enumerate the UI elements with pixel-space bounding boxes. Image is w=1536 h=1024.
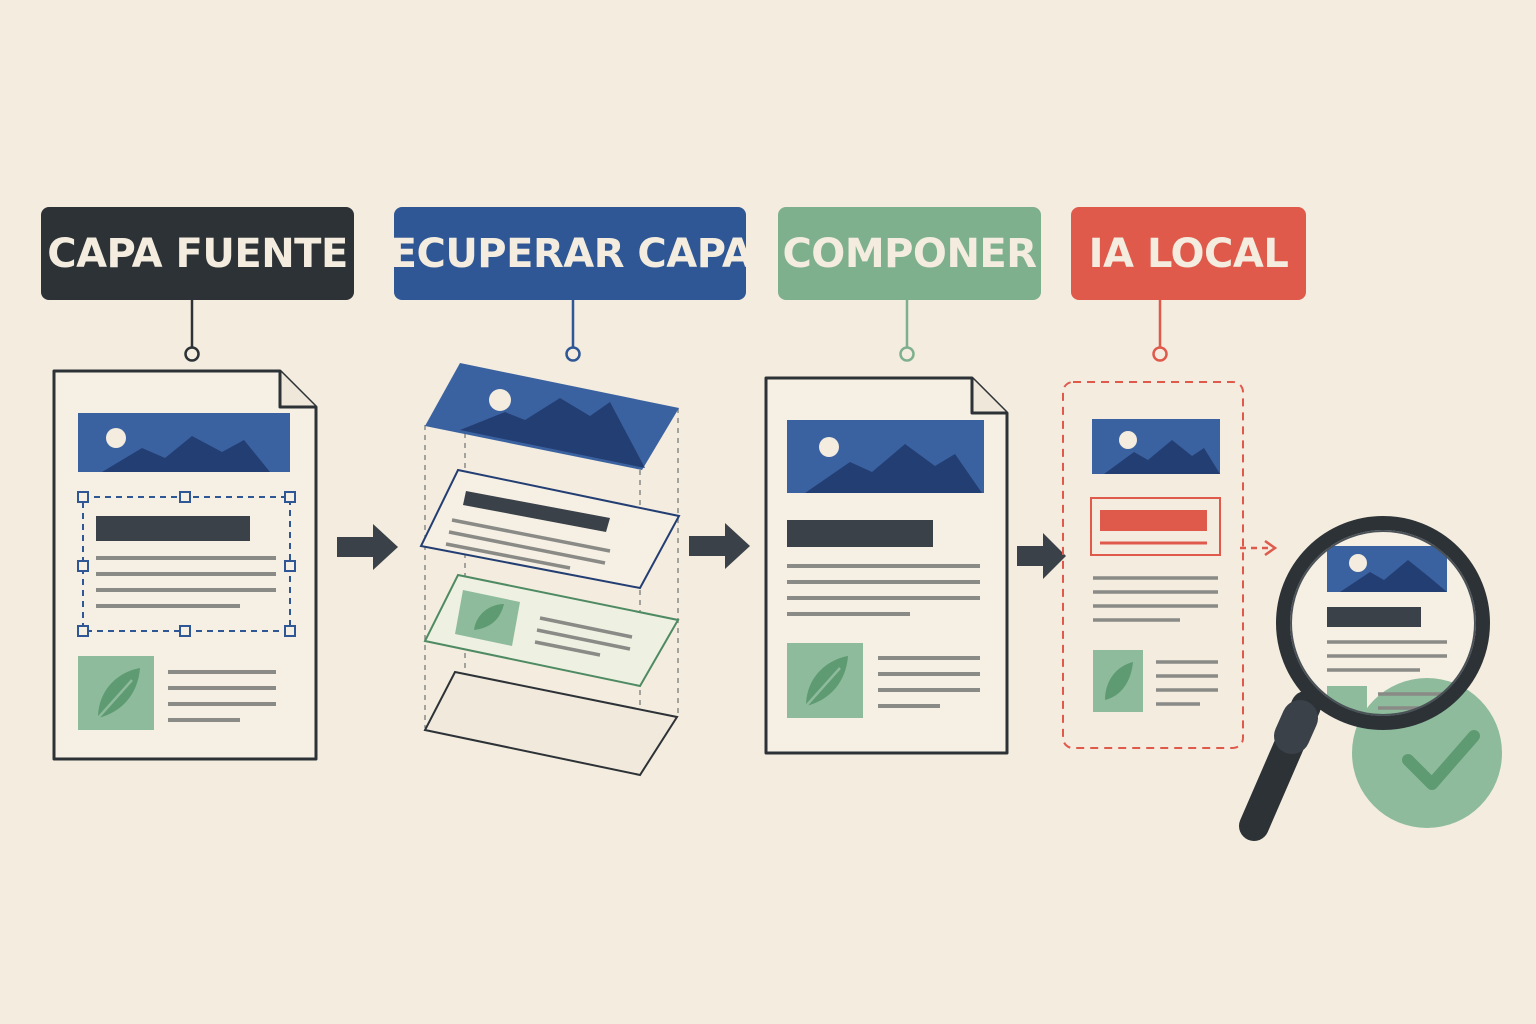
step-label-text: IA LOCAL bbox=[1088, 230, 1289, 277]
mountain-image-icon bbox=[425, 363, 679, 470]
composed-document-icon bbox=[764, 376, 1009, 755]
step-label-source-layer: CAPA FUENTE bbox=[41, 207, 354, 300]
step-label-text: CAPA FUENTE bbox=[47, 230, 348, 277]
step-label-text: COMPONER bbox=[782, 230, 1037, 277]
step-label-local-ai: IA LOCAL bbox=[1071, 207, 1306, 300]
leaf-icon bbox=[1093, 650, 1143, 712]
leaf-icon bbox=[455, 590, 520, 646]
layers-icon bbox=[419, 363, 681, 777]
arrow-right-icon bbox=[689, 523, 750, 569]
arrow-right-icon bbox=[337, 524, 398, 570]
step-label-compose: COMPONER bbox=[778, 207, 1041, 300]
local-ai-document-icon bbox=[1062, 381, 1244, 749]
leaf-icon bbox=[78, 656, 154, 730]
connector-stems bbox=[184, 300, 1168, 362]
arrow-right-icon bbox=[1240, 539, 1278, 557]
mountain-image-icon bbox=[787, 420, 984, 493]
step-label-text: RECUPERAR CAPAS bbox=[359, 230, 781, 277]
mountain-image-icon bbox=[78, 413, 290, 472]
source-document-icon bbox=[52, 369, 318, 761]
arrow-right-icon bbox=[1017, 533, 1066, 579]
mountain-image-icon bbox=[1092, 419, 1220, 474]
leaf-icon bbox=[787, 643, 863, 718]
step-label-recover-layers: RECUPERAR CAPAS bbox=[359, 207, 781, 300]
